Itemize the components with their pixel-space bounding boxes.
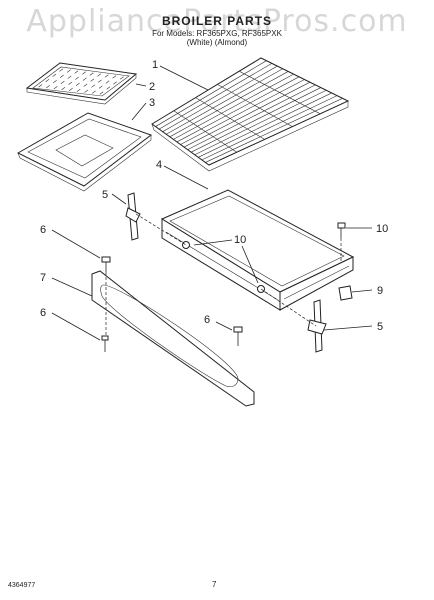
screw-10-a — [182, 241, 190, 249]
callout-5-right: 5 — [377, 321, 383, 333]
watermark-logo: AppliancePartsPros.com — [26, 4, 408, 39]
model-numbers: For Models: RF365PXG, RF365PXK — [152, 29, 282, 38]
clip — [338, 285, 353, 301]
callout-6-lower: 6 — [40, 307, 46, 319]
callout-1: 1 — [152, 59, 158, 71]
callout-7: 7 — [40, 272, 46, 284]
drawer-body — [160, 189, 355, 311]
diagram-title: BROILER PARTS — [161, 14, 273, 28]
callout-3: 3 — [149, 97, 155, 109]
broiler-pan — [16, 112, 153, 192]
page-number: 7 — [212, 580, 217, 589]
part-number: 4364977 — [8, 582, 36, 589]
drawer-slide-right — [307, 299, 327, 353]
broiler-grid — [25, 62, 138, 105]
drawer-slide-left — [125, 192, 141, 241]
screw-10-c — [337, 222, 346, 238]
color-note: (White) (Almond) — [186, 38, 248, 47]
callout-5-left: 5 — [102, 189, 108, 201]
screw-lower — [101, 335, 109, 352]
callout-10-center: 10 — [234, 234, 246, 246]
leader-lines — [51, 65, 373, 341]
callout-4: 4 — [156, 159, 162, 171]
screw-upper — [101, 256, 111, 272]
oven-rack — [151, 57, 350, 172]
callout-6-upper: 6 — [40, 224, 46, 236]
callout-9: 9 — [377, 285, 383, 297]
callout-10-right: 10 — [376, 223, 388, 235]
callout-6-front: 6 — [204, 314, 210, 326]
callout-labels: 1 2 3 4 5 5 6 6 6 7 9 10 10 — [40, 59, 388, 333]
screw-front — [233, 326, 243, 346]
callout-2: 2 — [149, 81, 155, 93]
drawer-front-panel — [91, 270, 255, 407]
